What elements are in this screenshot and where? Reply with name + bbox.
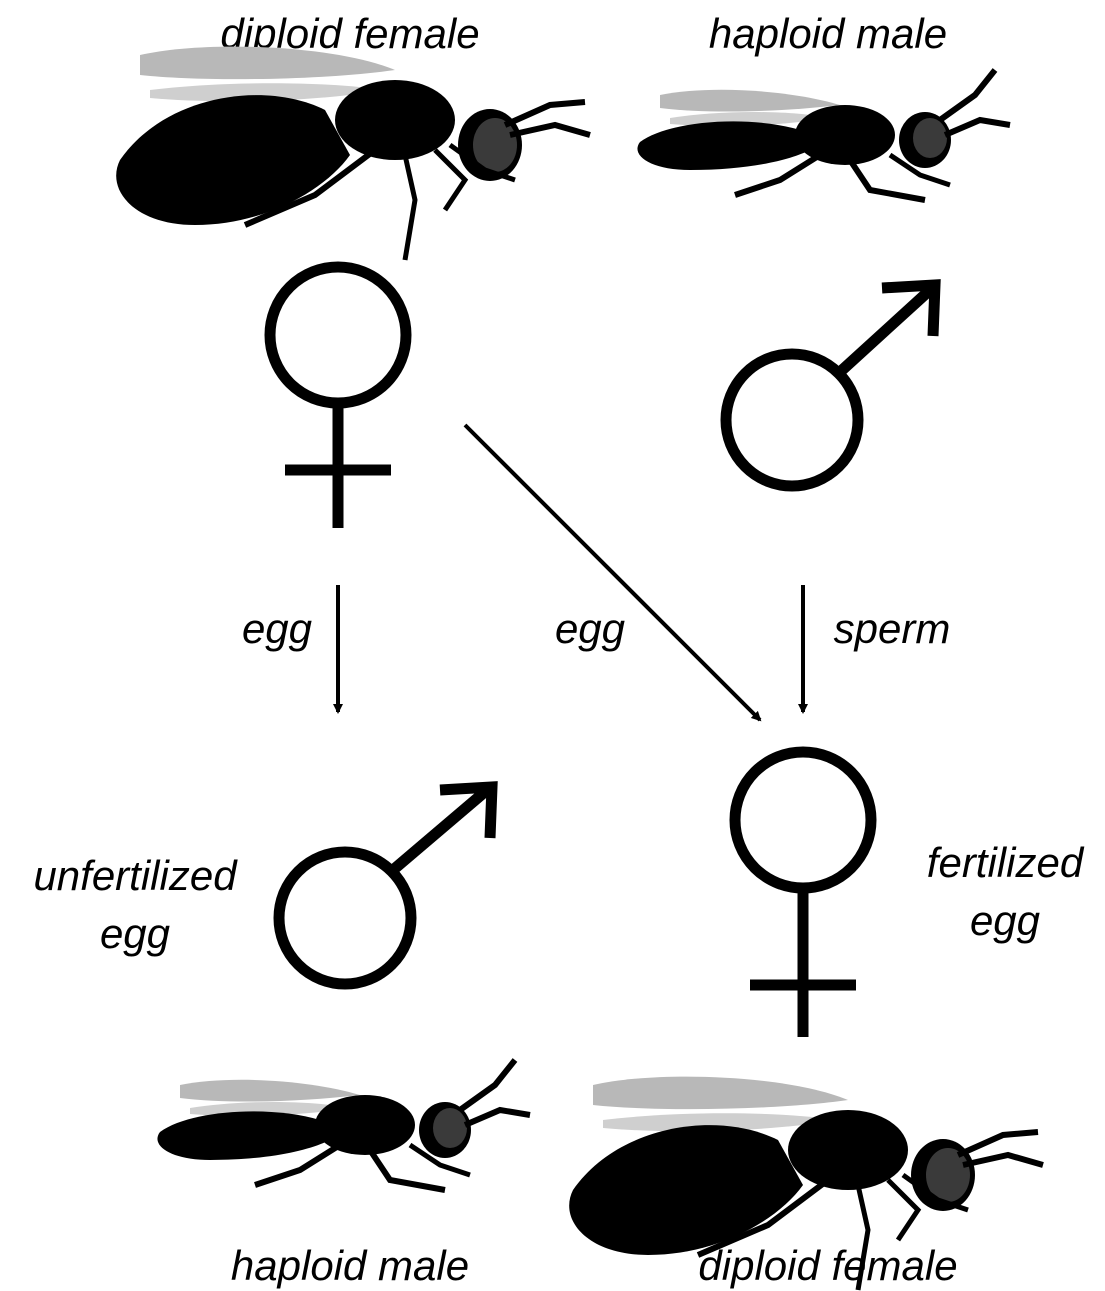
- male-wasp-icon: [157, 1060, 530, 1190]
- bottom-right-label: diploid female: [698, 1242, 957, 1289]
- unfertilized-label-line1: unfertilized: [33, 852, 238, 899]
- fertilized-label-line2: egg: [970, 897, 1040, 944]
- male-symbol-icon: [279, 787, 492, 984]
- egg-label-left: egg: [242, 605, 312, 652]
- egg-label-middle: egg: [555, 605, 625, 652]
- sperm-label: sperm: [834, 605, 951, 652]
- top-right-label: haploid male: [709, 10, 947, 57]
- female-wasp-icon: [116, 47, 590, 260]
- male-wasp-icon: [637, 70, 1010, 200]
- female-symbol-icon: [735, 752, 871, 1037]
- fertilized-label-line1: fertilized: [927, 839, 1085, 886]
- unfertilized-label-line2: egg: [100, 910, 170, 957]
- bottom-left-label: haploid male: [231, 1242, 469, 1289]
- female-symbol-icon: [270, 267, 406, 528]
- egg-arrow-diagonal: [465, 425, 760, 720]
- male-symbol-icon: [726, 285, 935, 486]
